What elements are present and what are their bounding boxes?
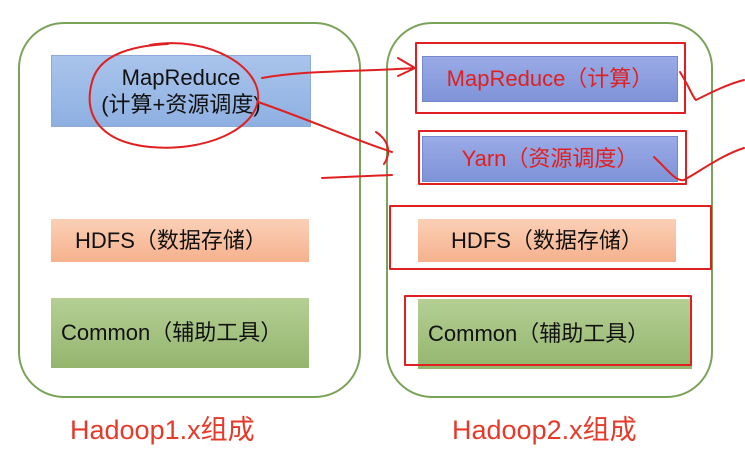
hadoop2-mapreduce-box: MapReduce（计算） <box>422 56 678 102</box>
hadoop2-common-label: Common（辅助工具） <box>428 321 650 347</box>
hadoop2-caption: Hadoop2.x组成 <box>452 415 637 445</box>
hadoop1-mapreduce-title: MapReduce <box>121 64 241 90</box>
hadoop1-common-label: Common（辅助工具） <box>61 320 283 346</box>
hadoop2-hdfs-box: HDFS（数据存储） <box>418 219 676 262</box>
hadoop1-common-box: Common（辅助工具） <box>51 298 309 368</box>
hadoop1-mapreduce-box: MapReduce (计算+资源调度) <box>51 55 311 127</box>
hadoop2-common-box: Common（辅助工具） <box>418 299 692 369</box>
hadoop1-caption: Hadoop1.x组成 <box>70 415 255 445</box>
hadoop2-mapreduce-label: MapReduce（计算） <box>446 66 654 92</box>
hadoop1-hdfs-label: HDFS（数据存储） <box>75 227 267 253</box>
hadoop2-yarn-label: Yarn（资源调度） <box>461 146 639 172</box>
hadoop2-yarn-box: Yarn（资源调度） <box>422 136 678 182</box>
hadoop1-mapreduce-subtitle: (计算+资源调度) <box>101 92 261 117</box>
csdn-watermark: CSDN @脑瓜凉 <box>647 432 733 446</box>
hadoop1-hdfs-box: HDFS（数据存储） <box>51 219 309 262</box>
hadoop2-hdfs-label: HDFS（数据存储） <box>451 227 643 253</box>
